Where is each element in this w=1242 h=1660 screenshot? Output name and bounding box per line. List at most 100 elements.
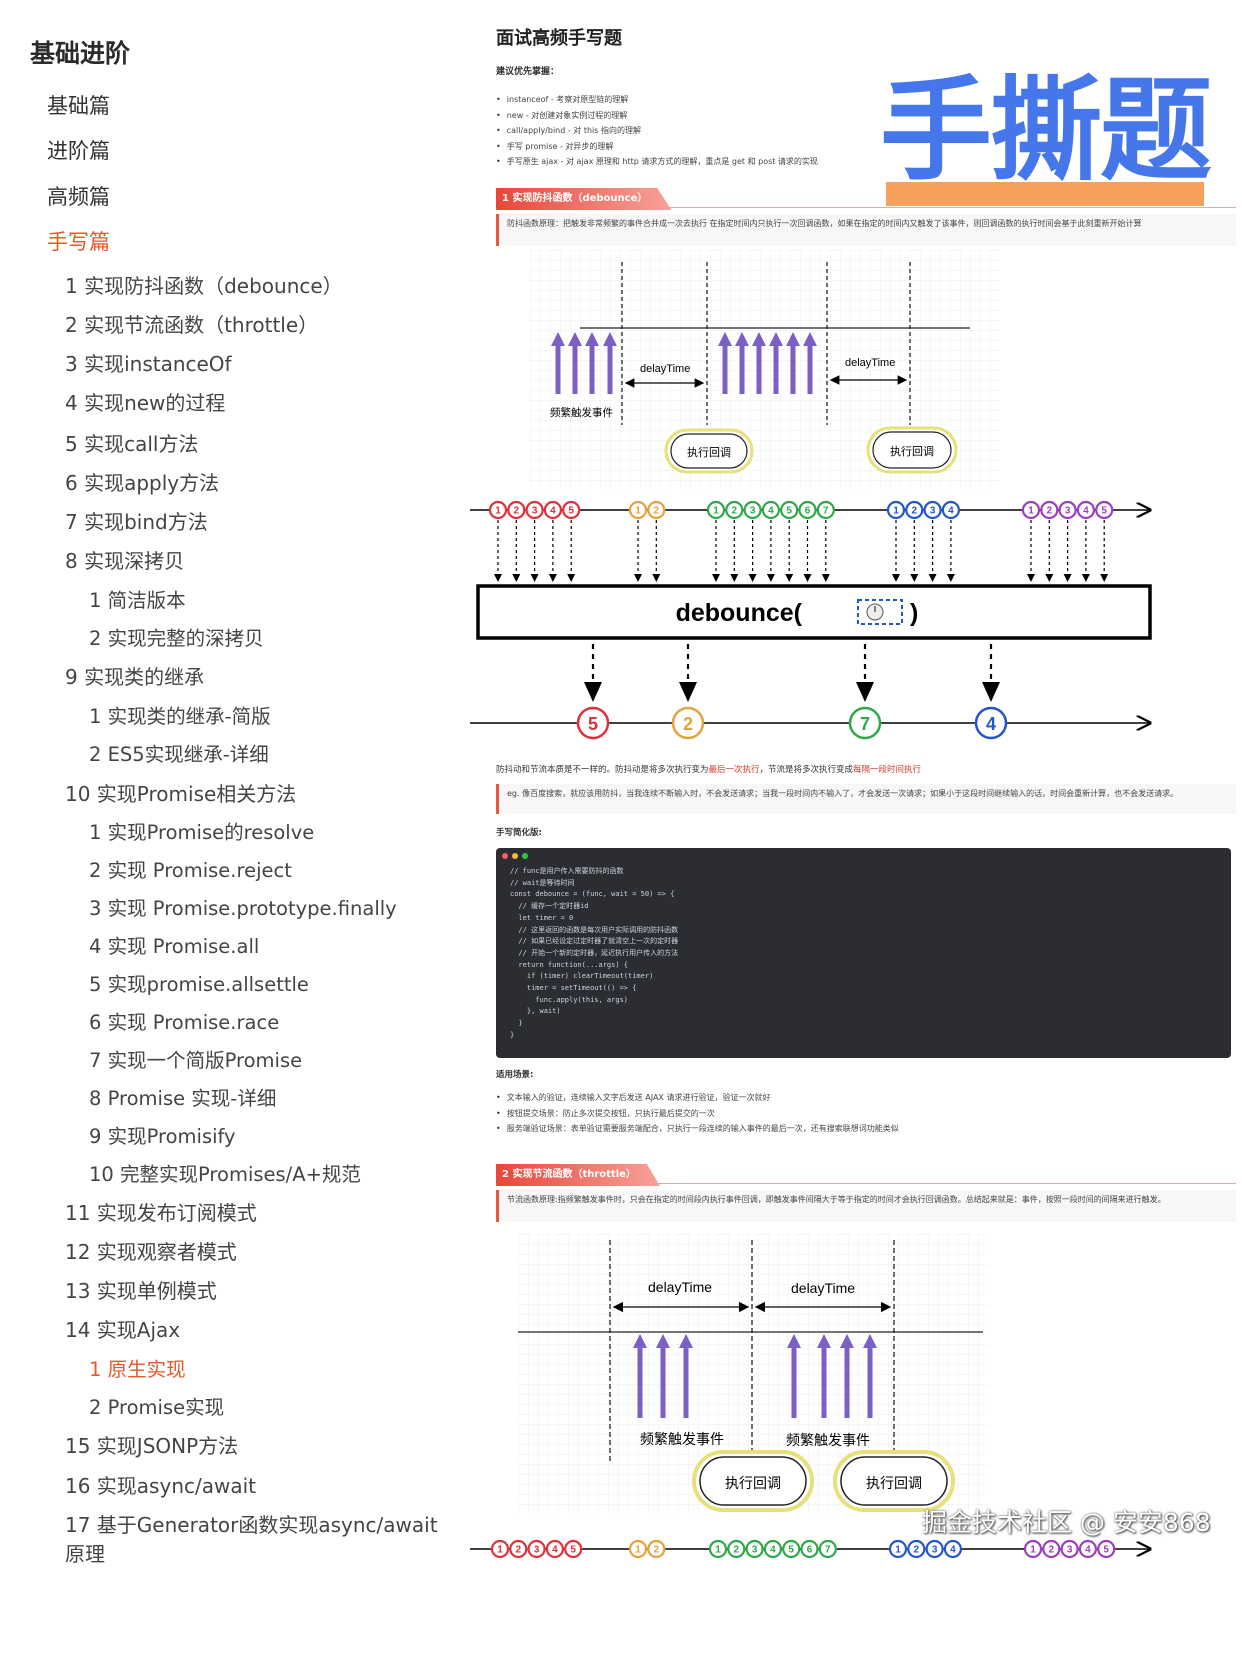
toc-item[interactable]: 2 Promise实现	[89, 1396, 225, 1419]
marble-label: 2	[912, 506, 918, 517]
toc-section-handwritten[interactable]: 手写篇	[47, 230, 110, 254]
code-text: // func是用户传入需要防抖的函数 // wait是等待时间 const d…	[510, 867, 679, 1039]
event-arrowhead	[752, 332, 766, 346]
banner: 手撕题	[878, 40, 1238, 206]
marble	[780, 500, 799, 520]
toc-section-advanced[interactable]: 进阶篇	[47, 139, 110, 163]
marble-label: 1	[895, 1545, 901, 1556]
callback-label: 执行回调	[725, 1475, 781, 1491]
list-item: new - 对创建对象实例过程的理解	[496, 108, 866, 124]
input-arrowhead	[928, 574, 937, 582]
toc-item[interactable]: 9 实现类的继承	[65, 665, 205, 689]
marble	[1023, 1539, 1043, 1559]
toc-item[interactable]: 2 ES5实现继承-详细	[89, 743, 269, 766]
toc-item[interactable]: 8 Promise 实现-详细	[89, 1087, 277, 1110]
toc-item[interactable]: 11 实现发布订阅模式	[65, 1201, 257, 1225]
input-arrowhead	[634, 574, 642, 582]
toc-item[interactable]: 1 实现防抖函数（debounce）	[65, 274, 343, 298]
marble	[818, 1539, 837, 1559]
toc-item[interactable]: 1 简洁版本	[89, 589, 186, 612]
event-arrowhead	[786, 332, 800, 346]
input-arrowhead	[712, 574, 720, 582]
marble-label: 3	[930, 506, 936, 517]
marble-label: 6	[805, 506, 811, 517]
toc-item[interactable]: 8 实现深拷贝	[65, 549, 185, 573]
toc-item[interactable]: 5 实现call方法	[65, 432, 199, 456]
output-marble	[848, 706, 882, 740]
marble-label: 1	[1030, 1545, 1036, 1556]
operator-close: )	[910, 599, 918, 627]
toc-item[interactable]: 10 实现Promise相关方法	[65, 782, 297, 806]
article: 面试高频手写题 建议优先掌握： instanceof - 考察对原型链的理解 n…	[470, 0, 1242, 1660]
toc-item[interactable]: 4 实现new的过程	[65, 391, 226, 415]
marble	[743, 500, 762, 520]
input-arrowhead	[1027, 574, 1035, 582]
delay-label: delayTime	[648, 1279, 712, 1295]
toc-item[interactable]: 12 实现观察者模式	[65, 1240, 237, 1264]
list-item: 手写 promise - 对异步的理解	[496, 139, 866, 155]
toc-item[interactable]: 13 实现单例模式	[65, 1279, 217, 1303]
toc-title: 基础进阶	[30, 39, 131, 68]
toc-item[interactable]: 3 实现 Promise.prototype.finally	[89, 897, 397, 920]
marble-label: 1	[1028, 506, 1034, 517]
toc-item[interactable]: 6 实现apply方法	[65, 471, 220, 495]
event-arrowhead	[769, 332, 783, 346]
event-arrows	[551, 332, 817, 394]
event-arrowhead	[603, 332, 617, 346]
event-arrows	[633, 1334, 877, 1418]
toc-item[interactable]: 7 实现一个简版Promise	[89, 1049, 303, 1072]
operator-label: debounce(	[676, 599, 803, 627]
toc-item[interactable]: 1 原生实现	[89, 1358, 186, 1381]
toc-item[interactable]: 1 实现类的继承-简版	[89, 705, 271, 728]
toc-item[interactable]: 5 实现promise.allsettle	[89, 973, 309, 996]
marble-label: 3	[932, 1545, 938, 1556]
marble-label: 1	[635, 1545, 641, 1556]
event-arrowhead	[817, 1334, 831, 1348]
marble-label: 4	[768, 506, 774, 517]
input-arrowhead	[946, 574, 955, 582]
toc-item[interactable]: 9 实现Promisify	[89, 1125, 236, 1148]
marble	[905, 500, 924, 520]
marble-label: 4	[550, 506, 556, 517]
toc-item[interactable]: 3 实现instanceOf	[65, 352, 232, 376]
marble	[800, 1539, 819, 1559]
marble	[943, 1539, 962, 1559]
toc-section-frequent[interactable]: 高频篇	[47, 185, 110, 209]
toc-item[interactable]: 15 实现JSONP方法	[65, 1434, 239, 1458]
close-dot-icon	[502, 853, 508, 859]
toc-item[interactable]: 17 基于Generator函数实现async/await	[65, 1513, 438, 1537]
marble-label: 2	[732, 506, 738, 517]
marble-label: 5	[568, 506, 574, 517]
toc-item[interactable]: 7 实现bind方法	[65, 510, 208, 534]
marble-label: 4	[552, 1545, 558, 1556]
marble-label: 5	[1101, 506, 1107, 517]
debounce-principle-quote: 防抖函数原理：把触发非常频繁的事件合并成一次去执行 在指定时间内只执行一次回调函…	[496, 214, 1236, 246]
toc-item[interactable]: 2 实现节流函数（throttle）	[65, 313, 319, 337]
marble-label: 1	[495, 506, 501, 517]
toc-item[interactable]: 10 完整实现Promises/A+规范	[89, 1163, 361, 1186]
toc-item[interactable]: 4 实现 Promise.all	[89, 935, 260, 958]
toc-item[interactable]: 6 实现 Promise.race	[89, 1011, 280, 1034]
marble	[488, 500, 508, 520]
marble-label: 3	[750, 506, 756, 517]
marble	[1042, 1539, 1061, 1559]
delay-label: delayTime	[845, 357, 895, 369]
list-item: 按钮提交场景：防止多次提交按钮，只执行最后提交的一次	[496, 1106, 1196, 1122]
toc-section-basic[interactable]: 基础篇	[47, 94, 110, 118]
toc-item[interactable]: 原理	[65, 1542, 105, 1566]
toc-item[interactable]: 16 实现async/await	[65, 1474, 256, 1498]
toc-item[interactable]: 14 实现Ajax	[65, 1318, 181, 1342]
marble	[1060, 1539, 1079, 1559]
toc-item[interactable]: 2 实现 Promise.reject	[89, 859, 292, 882]
throttle-timing-diagram: delayTime delayTime 频繁触发事件 频繁触发事件 执行回调 执…	[518, 1234, 988, 1514]
marble	[708, 1539, 728, 1559]
toc-item[interactable]: 2 实现完整的深拷贝	[89, 627, 264, 650]
marble	[545, 1539, 565, 1559]
section-heading-throttle: 2 实现节流函数（throttle）	[496, 1162, 1236, 1186]
event-arrowhead	[551, 332, 565, 346]
callback-label: 执行回调	[687, 445, 731, 459]
toc-item[interactable]: 1 实现Promise的resolve	[89, 821, 315, 844]
